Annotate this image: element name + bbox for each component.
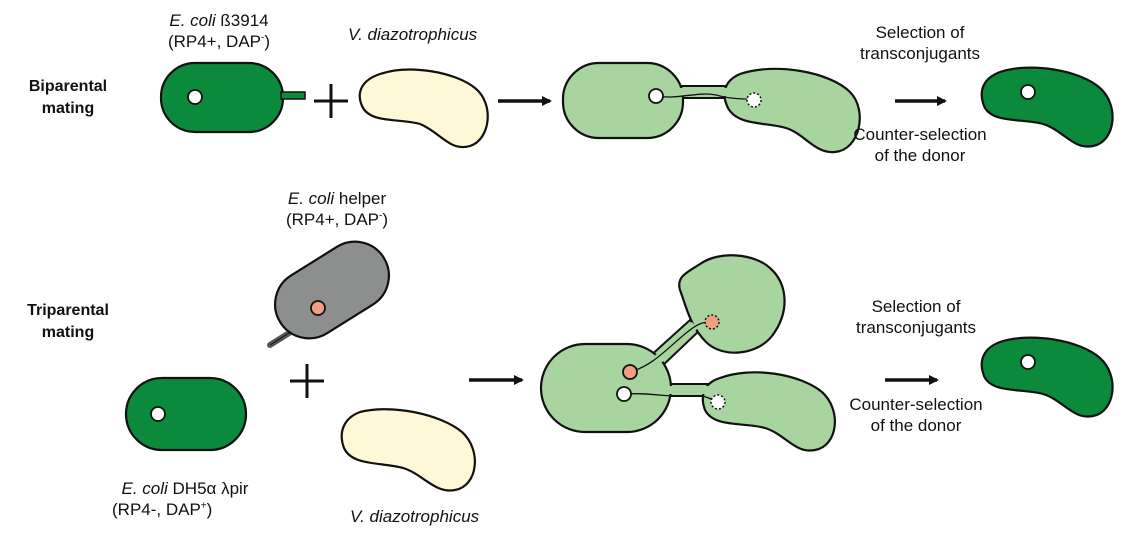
triparental-donor-label: E. coli DH5α λpir (RP4-, DAP+) — [100, 478, 270, 520]
triparental-transconjugant-cell — [980, 336, 1114, 418]
triparental-title-line2: mating — [41, 324, 95, 341]
triparental-plus-sign — [290, 364, 324, 398]
triparental-selection-label: Selection of transconjugants — [836, 296, 996, 338]
triparental-donor-species: E. coli — [121, 479, 168, 498]
biparental-counter-label: Counter-selection of the donor — [840, 124, 1000, 166]
triparental-helper-genotype-suffix: ) — [382, 210, 389, 229]
biparental-donor-plasmid-transfer — [648, 88, 664, 104]
biparental-title-line2: mating — [41, 100, 95, 117]
triparental-transconjugant-plasmid — [1020, 354, 1036, 370]
biparental-recipient-plasmid-copy — [746, 92, 762, 108]
triparental-title-line1: Triparental — [27, 302, 109, 319]
biparental-donor-strain: ß3914 — [215, 11, 269, 30]
triparental-counter-line1: Counter-selection — [849, 395, 983, 414]
triparental-counter-line2: of the donor — [870, 416, 962, 435]
biparental-plus-sign — [314, 84, 348, 118]
triparental-recipient-label: V. diazotrophicus — [350, 506, 479, 527]
biparental-selection-line1: Selection of — [875, 23, 965, 42]
biparental-donor-genotype-sup: - — [261, 32, 265, 44]
biparental-title: Biparental mating — [14, 76, 122, 120]
triparental-mating-complex — [539, 254, 836, 452]
triparental-helper-strain: helper — [334, 189, 387, 208]
biparental-transconjugant-cell — [980, 66, 1114, 148]
triparental-helper-genotype-prefix: (RP4+, DAP — [285, 210, 380, 229]
biparental-selection-label: Selection of transconjugants — [840, 22, 1000, 64]
biparental-mating-pair — [561, 61, 861, 154]
triparental-helper-plasmid — [310, 300, 326, 316]
triparental-title: Triparental mating — [14, 300, 122, 344]
triparental-helper-cell — [267, 240, 390, 348]
biparental-donor-cell — [159, 61, 306, 134]
triparental-helper-plasmid-transfer — [622, 364, 638, 380]
triparental-selection-line1: Selection of — [871, 297, 961, 316]
triparental-recipient-name: V. diazotrophicus — [350, 507, 480, 526]
biparental-recipient-cell — [358, 68, 489, 149]
triparental-donor-genotype-prefix: (RP4-, DAP — [112, 500, 201, 519]
triparental-counter-label: Counter-selection of the donor — [826, 394, 1006, 436]
triparental-donor-genotype-sup: + — [200, 500, 207, 512]
biparental-donor-pilus — [280, 91, 306, 100]
triparental-donor-plasmid — [150, 406, 166, 422]
triparental-helper-species: E. coli — [287, 189, 335, 208]
biparental-donor-genotype-prefix: (RP4+, DAP — [167, 32, 262, 51]
biparental-transconjugant-plasmid — [1020, 84, 1036, 100]
biparental-recipient-label: V. diazotrophicus — [348, 24, 477, 45]
biparental-donor-genotype-suffix: ) — [264, 32, 271, 51]
triparental-recipient-cell — [340, 408, 476, 492]
biparental-donor-label: E. coli ß3914 (RP4+, DAP-) — [134, 10, 304, 52]
triparental-recipient-plasmid-copy — [710, 394, 726, 410]
triparental-selection-line2: transconjugants — [855, 318, 977, 337]
biparental-selection-line2: transconjugants — [859, 44, 981, 63]
triparental-helper-plasmid-copy — [704, 314, 720, 330]
biparental-title-line1: Biparental — [28, 78, 108, 95]
triparental-donor-plasmid-transfer — [616, 386, 632, 402]
triparental-donor-genotype-suffix: ) — [206, 500, 213, 519]
biparental-counter-line1: Counter-selection — [853, 125, 987, 144]
biparental-donor-plasmid — [187, 89, 203, 105]
triparental-donor-cell — [124, 376, 248, 452]
triparental-donor-strain: DH5α λpir — [167, 479, 249, 498]
triparental-helper-genotype-sup: - — [379, 210, 383, 222]
biparental-donor-species: E. coli — [169, 11, 216, 30]
biparental-recipient-name: V. diazotrophicus — [348, 25, 478, 44]
triparental-helper-label: E. coli helper (RP4+, DAP-) — [262, 188, 412, 230]
biparental-counter-line2: of the donor — [874, 146, 966, 165]
